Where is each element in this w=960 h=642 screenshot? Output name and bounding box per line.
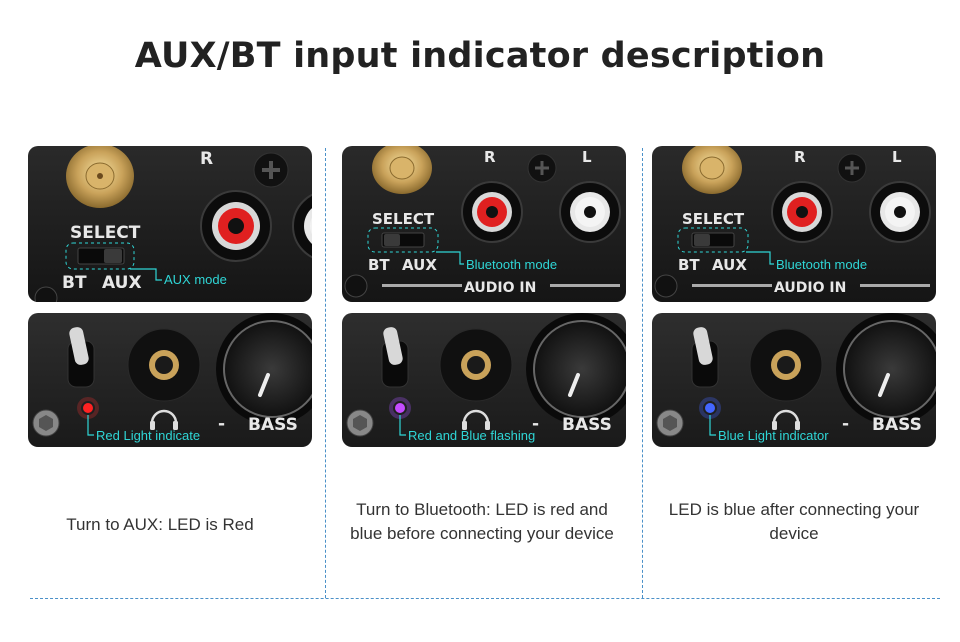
- label-bt: BT: [678, 256, 700, 274]
- toggle-switch: [691, 327, 719, 388]
- screw-icon: [527, 153, 557, 183]
- column-divider: [325, 148, 326, 598]
- led-annotation: Blue Light indicator: [718, 428, 829, 443]
- rca-jack-white: [869, 181, 931, 243]
- headphone-icon: [150, 409, 178, 430]
- page-title: AUX/BT input indicator description: [134, 36, 826, 76]
- front-panel-photo: Red and Blue flashing - BASS: [342, 313, 626, 447]
- led-annotation: Red and Blue flashing: [408, 428, 535, 443]
- description-bluetooth-before: Turn to Bluetooth: LED is red and blue b…: [350, 500, 614, 543]
- select-switch: [691, 232, 735, 248]
- rear-panel-photo: R L SELECT: [342, 146, 626, 302]
- label-select: SELECT: [372, 210, 435, 228]
- screw-icon: [344, 274, 368, 298]
- headphone-jack: [439, 328, 513, 402]
- antenna-connector: [682, 146, 742, 194]
- label-r: R: [484, 148, 496, 166]
- column-divider: [642, 148, 643, 598]
- switch-highlight: [367, 227, 439, 253]
- switch-annotation: AUX mode: [164, 272, 227, 287]
- screw-icon: [346, 409, 374, 437]
- switch-highlight: [677, 227, 749, 253]
- front-panel-photo: Red Light indicate - BASS: [28, 313, 312, 447]
- select-switch: [77, 247, 125, 265]
- front-panel-photo: Blue Light indicator - BASS: [652, 313, 936, 447]
- label-minus: -: [218, 414, 225, 434]
- headphone-icon: [772, 409, 800, 430]
- label-minus: -: [842, 414, 849, 434]
- toggle-switch: [381, 327, 409, 388]
- headphone-jack: [127, 328, 201, 402]
- audio-in-bar: [382, 284, 462, 287]
- select-switch: [381, 232, 425, 248]
- label-l: L: [892, 148, 902, 166]
- label-aux: AUX: [102, 273, 142, 293]
- label-bass: BASS: [872, 415, 922, 435]
- screw-icon: [32, 409, 60, 437]
- screw-icon: [837, 153, 867, 183]
- description-aux: Turn to AUX: LED is Red: [66, 515, 254, 534]
- label-select: SELECT: [70, 223, 141, 243]
- label-r: R: [200, 149, 213, 169]
- label-bass: BASS: [562, 415, 612, 435]
- bottom-divider: [30, 598, 940, 599]
- label-aux: AUX: [712, 256, 747, 274]
- led-annotation: Red Light indicate: [96, 428, 200, 443]
- switch-highlight: [65, 242, 135, 270]
- label-select: SELECT: [682, 210, 745, 228]
- bass-knob: [216, 313, 312, 425]
- rear-panel-photo: R SELECT AUX mode: [28, 146, 312, 302]
- rca-jack-red: [461, 181, 523, 243]
- label-audio-in: AUDIO IN: [464, 280, 536, 296]
- switch-annotation: Bluetooth mode: [776, 257, 867, 272]
- headphone-icon: [462, 409, 490, 430]
- description-bluetooth-after: LED is blue after connecting your device: [668, 500, 920, 543]
- antenna-connector: [66, 146, 134, 208]
- led-indicator: [395, 403, 405, 413]
- column-bluetooth-after: R L SELECT: [652, 146, 936, 447]
- led-indicator: [83, 403, 93, 413]
- audio-in-bar: [692, 284, 772, 287]
- label-l: L: [582, 148, 592, 166]
- label-bt: BT: [62, 273, 87, 293]
- bass-knob: [836, 313, 936, 425]
- rca-jack-red: [200, 190, 272, 262]
- headphone-jack: [749, 328, 823, 402]
- bass-knob: [526, 313, 626, 425]
- switch-annotation: Bluetooth mode: [466, 257, 557, 272]
- column-bluetooth-before: R L SELECT: [342, 146, 626, 447]
- screw-icon: [253, 152, 289, 188]
- antenna-connector: [372, 146, 432, 194]
- label-audio-in: AUDIO IN: [774, 280, 846, 296]
- toggle-switch: [67, 327, 95, 388]
- rca-jack-white-partial: [292, 193, 312, 259]
- rear-panel-photo: R L SELECT: [652, 146, 936, 302]
- screw-icon: [654, 274, 678, 298]
- label-r: R: [794, 148, 806, 166]
- label-aux: AUX: [402, 256, 437, 274]
- label-minus: -: [532, 414, 539, 434]
- label-bass: BASS: [248, 415, 298, 435]
- led-indicator: [705, 403, 715, 413]
- label-bt: BT: [368, 256, 390, 274]
- rca-jack-red: [771, 181, 833, 243]
- column-aux: R SELECT AUX mode: [28, 146, 312, 447]
- rca-jack-white: [559, 181, 621, 243]
- screw-icon: [34, 286, 58, 302]
- screw-icon: [656, 409, 684, 437]
